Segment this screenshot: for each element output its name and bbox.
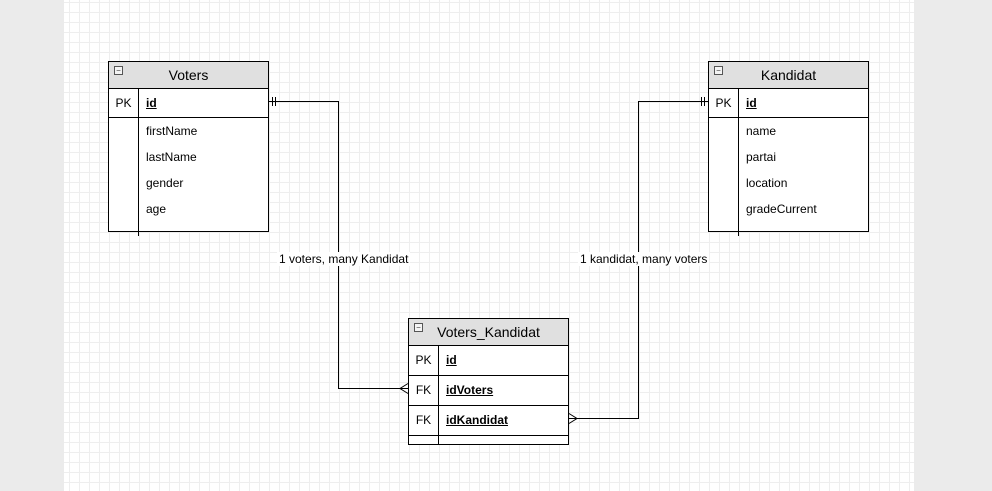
attribute-lastname[interactable]: lastName xyxy=(146,150,197,164)
entity-voters-kandidat[interactable]: − Voters_Kandidat PK id FK idVoters FK i… xyxy=(408,318,569,445)
field-name: idKandidat xyxy=(446,413,508,427)
collapse-icon[interactable]: − xyxy=(114,66,123,75)
attribute-partai[interactable]: partai xyxy=(746,150,777,164)
entity-voters-kandidat-title: Voters_Kandidat xyxy=(437,324,540,340)
entity-voters-kandidat-fk-voters-row[interactable]: FK idVoters xyxy=(409,376,568,406)
key-label: FK xyxy=(409,376,439,405)
entity-voters-kandidat-pk-row[interactable]: PK id xyxy=(409,346,568,376)
field-name: id xyxy=(746,96,757,110)
key-label: PK xyxy=(109,89,139,117)
attribute-name[interactable]: name xyxy=(746,124,777,138)
key-label: PK xyxy=(409,346,439,375)
entity-voters-title: Voters xyxy=(168,67,209,83)
attribute-gender[interactable]: gender xyxy=(146,176,184,190)
key-label: FK xyxy=(409,406,439,435)
entity-kandidat[interactable]: − Kandidat PK id name partai location gr… xyxy=(708,61,869,236)
entity-voters-kandidat-empty-row xyxy=(409,436,568,444)
edge-voters-to-voters-kandidat[interactable] xyxy=(269,101,408,389)
many-marker-icon xyxy=(568,413,578,424)
entity-voters-kandidat-fk-kandidat-row[interactable]: FK idKandidat xyxy=(409,406,568,436)
field-name: id xyxy=(446,353,457,367)
field-name: idVoters xyxy=(446,383,494,397)
collapse-icon[interactable]: − xyxy=(414,323,423,332)
entity-voters-attributes: firstName lastName gender age xyxy=(109,118,268,236)
many-marker-icon xyxy=(399,383,409,394)
entity-kandidat-header[interactable]: − Kandidat xyxy=(709,62,868,89)
key-label: PK xyxy=(709,89,739,117)
collapse-icon[interactable]: − xyxy=(714,66,723,75)
attribute-firstname[interactable]: firstName xyxy=(146,124,198,138)
entity-voters-header[interactable]: − Voters xyxy=(109,62,268,89)
entity-kandidat-attributes: name partai location gradeCurrent xyxy=(709,118,868,236)
entity-voters-kandidat-header[interactable]: − Voters_Kandidat xyxy=(409,319,568,346)
field-name: id xyxy=(146,96,157,110)
attribute-age[interactable]: age xyxy=(146,202,167,216)
entity-voters-pk-row[interactable]: PK id xyxy=(109,89,268,118)
entity-kandidat-pk-row[interactable]: PK id xyxy=(709,89,868,118)
entity-kandidat-title: Kandidat xyxy=(760,67,817,83)
edge-label-kandidat[interactable]: 1 kandidat, many voters xyxy=(578,252,710,266)
attribute-gradecurrent[interactable]: gradeCurrent xyxy=(746,202,817,216)
edge-label-voters[interactable]: 1 voters, many Kandidat xyxy=(277,252,411,266)
entity-voters[interactable]: − Voters PK id firstName lastName gender… xyxy=(108,61,269,236)
attribute-location[interactable]: location xyxy=(746,176,788,190)
